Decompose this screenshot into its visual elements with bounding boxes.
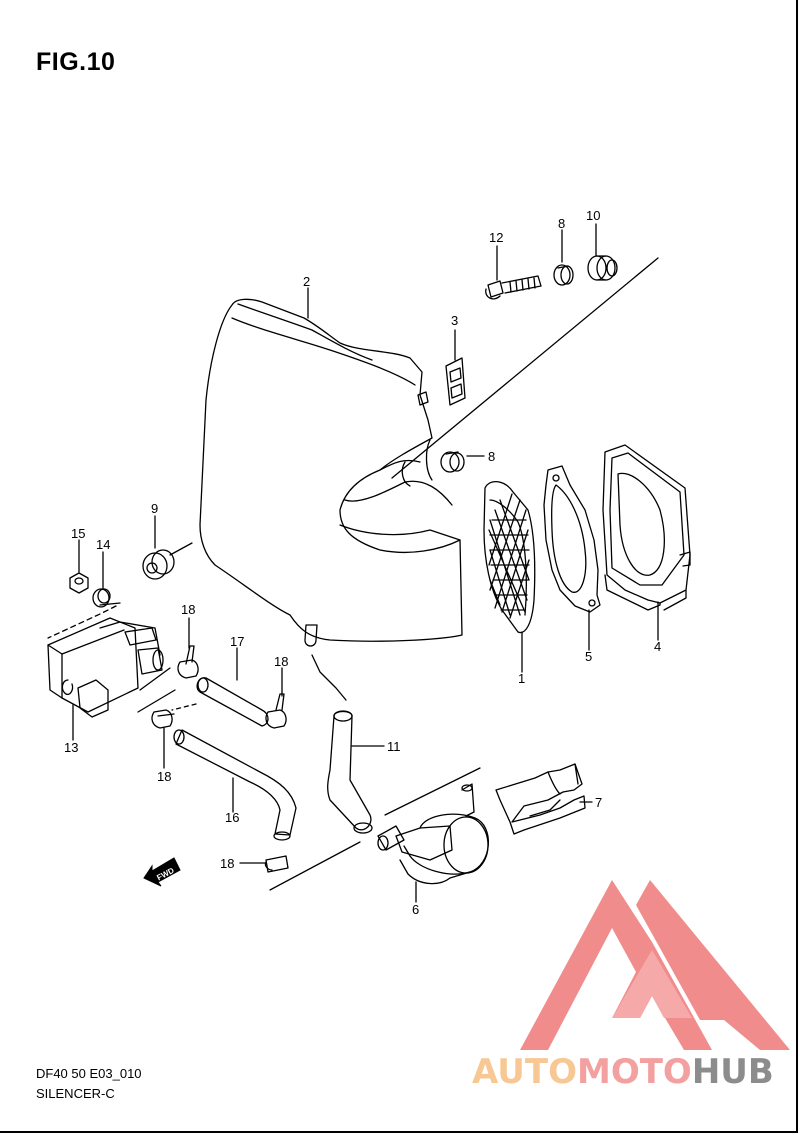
callout-18-d: 18 bbox=[220, 856, 234, 871]
short-hose bbox=[196, 677, 269, 727]
hose-clamp-d bbox=[264, 855, 289, 873]
callout-16: 16 bbox=[225, 810, 239, 825]
hose-clamp-a bbox=[177, 645, 199, 679]
nut bbox=[69, 572, 89, 594]
callout-8-middle: 8 bbox=[488, 449, 495, 464]
silencer-case bbox=[199, 298, 463, 647]
watermark-part-hub: HUB bbox=[691, 1052, 774, 1092]
callout-6: 6 bbox=[412, 902, 419, 917]
watermark-text: AUTOMOTOHUB bbox=[472, 1052, 774, 1092]
callout-5: 5 bbox=[585, 649, 592, 664]
washer bbox=[92, 588, 111, 608]
gasket bbox=[543, 465, 601, 613]
fuel-filter bbox=[377, 783, 489, 885]
figure-title: FIG.10 bbox=[36, 48, 116, 76]
watermark-part-auto: AUTO bbox=[472, 1052, 577, 1092]
grommet-top bbox=[553, 264, 574, 286]
callout-18-a: 18 bbox=[181, 602, 195, 617]
automotohub-logo-icon bbox=[520, 880, 790, 1050]
callout-18-c: 18 bbox=[157, 769, 171, 784]
callout-1: 1 bbox=[518, 671, 525, 686]
callout-17: 17 bbox=[230, 634, 244, 649]
callout-8-top: 8 bbox=[558, 216, 565, 231]
s-hose bbox=[327, 710, 373, 834]
section-name: SILENCER-C bbox=[36, 1086, 115, 1101]
callout-9: 9 bbox=[151, 501, 158, 516]
grommet-middle bbox=[440, 451, 465, 473]
clip-plate bbox=[445, 357, 466, 406]
callout-4: 4 bbox=[654, 639, 661, 654]
grommet-left bbox=[142, 549, 175, 580]
callout-18-b: 18 bbox=[274, 654, 288, 669]
callout-7: 7 bbox=[595, 795, 602, 810]
callout-14: 14 bbox=[96, 537, 110, 552]
callout-3: 3 bbox=[451, 313, 458, 328]
bent-hose bbox=[173, 729, 297, 841]
fwd-arrow-icon: FWD bbox=[143, 857, 181, 887]
callout-12: 12 bbox=[489, 230, 503, 245]
watermark-part-moto: MOTO bbox=[576, 1052, 692, 1092]
callout-11: 11 bbox=[387, 739, 401, 754]
callout-10: 10 bbox=[586, 208, 600, 223]
diagram-code: DF40 50 E03_010 bbox=[36, 1066, 142, 1081]
mesh-screen bbox=[483, 481, 536, 634]
intake-housing bbox=[602, 444, 691, 611]
callout-2: 2 bbox=[303, 274, 310, 289]
bushing bbox=[587, 255, 618, 281]
callout-15: 15 bbox=[71, 526, 85, 541]
hose-clamp-c bbox=[151, 709, 175, 729]
bracket bbox=[495, 763, 586, 835]
callout-13: 13 bbox=[64, 740, 78, 755]
bolt bbox=[485, 275, 542, 300]
solenoid-valve bbox=[47, 617, 164, 718]
callout-numbers: 2 3 12 8 10 8 9 15 14 1 5 4 18 17 18 13 … bbox=[64, 208, 661, 917]
hose-clamp-b bbox=[265, 693, 287, 729]
